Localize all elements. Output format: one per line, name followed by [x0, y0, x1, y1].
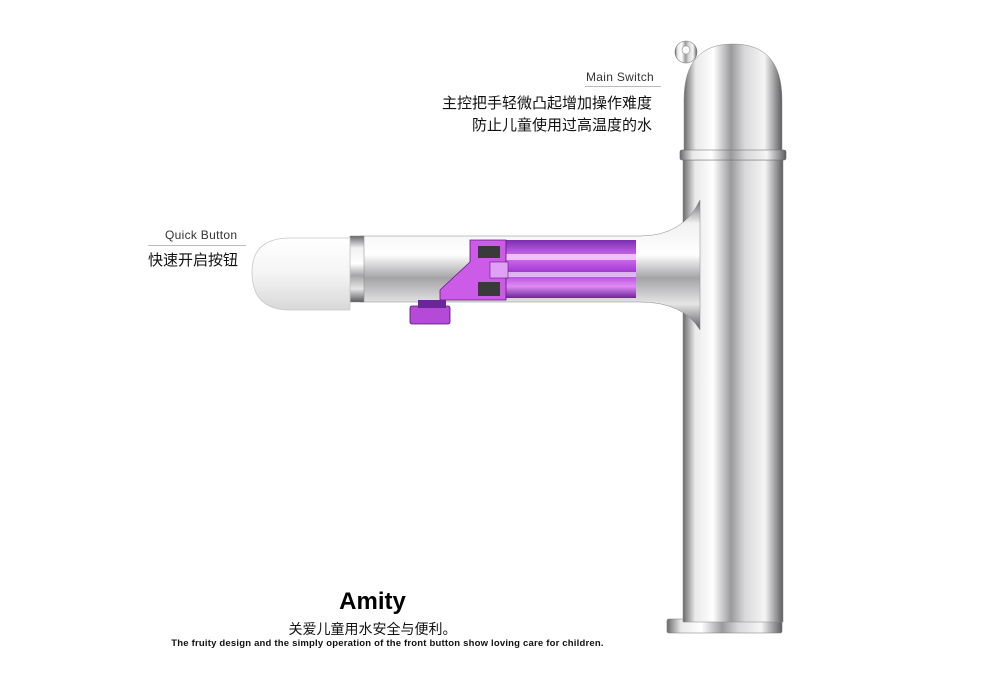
main-switch-label: Main Switch — [586, 70, 654, 84]
main-switch-desc-line2: 防止儿童使用过高温度的水 — [472, 116, 653, 134]
product-tagline: The fruity design and the simply operati… — [171, 638, 604, 649]
quick-button-cap — [251, 235, 365, 311]
quick-button-rule — [148, 245, 246, 246]
quick-button-label: Quick Button — [165, 228, 238, 242]
main-switch-handle — [674, 40, 787, 161]
main-switch-desc-line1: 主控把手轻微凸起增加操作难度 — [442, 94, 653, 112]
product-subtitle: 关爱儿童用水安全与便利。 — [288, 622, 457, 638]
main-switch-rule — [585, 86, 661, 87]
quick-button-desc: 快速开启按钮 — [148, 251, 239, 269]
cutaway-section — [409, 239, 636, 325]
product-name: Amity — [339, 588, 406, 615]
